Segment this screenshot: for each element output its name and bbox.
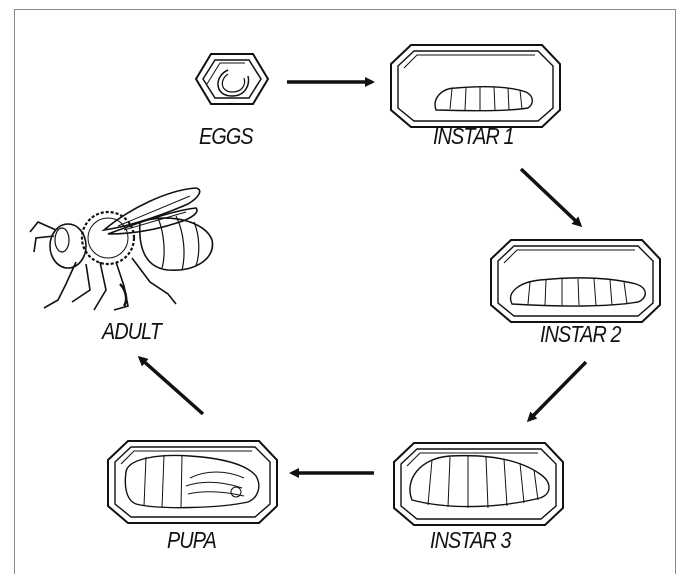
stage-label-instar-2: INSTAR 2 (540, 321, 621, 348)
stage-label-pupa: PUPA (167, 527, 216, 554)
stage-label-instar-1: INSTAR 1 (433, 123, 514, 150)
instar-3-cell-icon (394, 443, 563, 525)
pupa-cell-icon (108, 441, 277, 523)
instar-2-cell-icon (491, 240, 660, 322)
stage-label-instar-3: INSTAR 3 (430, 527, 511, 554)
arrow-pupa-to-adult (140, 358, 203, 414)
bee-icon (30, 188, 213, 310)
instar-1-cell-icon (391, 45, 560, 127)
stage-label-eggs: EGGS (199, 123, 253, 150)
eggs-cell-icon (196, 54, 268, 104)
arrow-instar1-to-instar2 (521, 169, 580, 225)
arrow-instar2-to-instar3 (529, 362, 586, 420)
stage-label-adult: ADULT (102, 318, 161, 345)
